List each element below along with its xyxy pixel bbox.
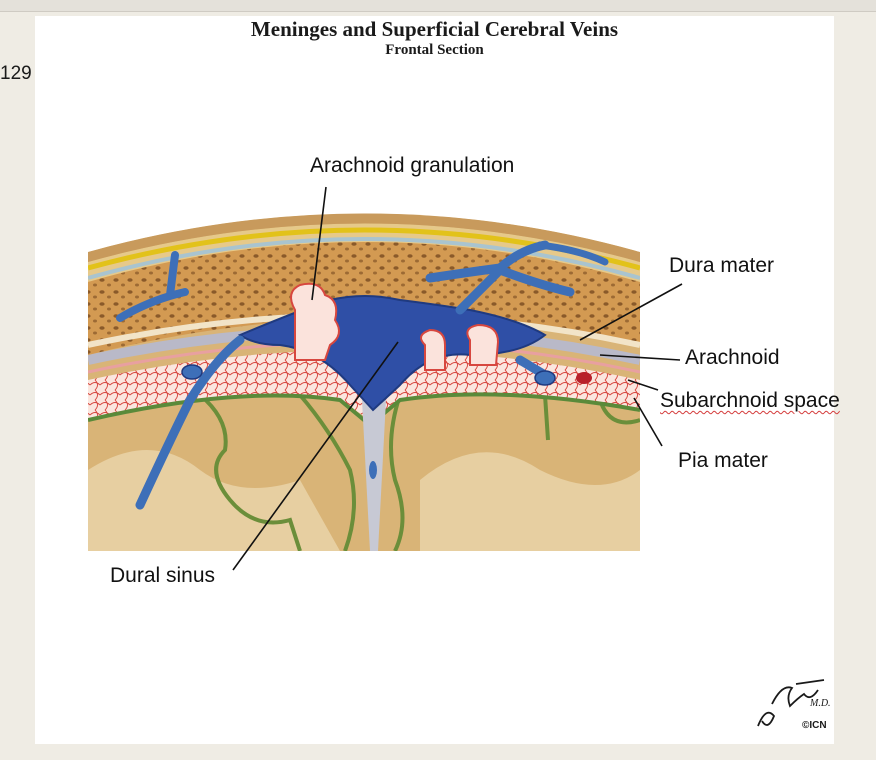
window-top-bar xyxy=(0,0,876,12)
cerebral-artery xyxy=(576,372,592,384)
netter-signature: M.D. ©ICN xyxy=(757,679,831,731)
gyrus-right-medial xyxy=(389,394,405,551)
white-matter-right xyxy=(420,452,640,551)
superficial-veins xyxy=(116,240,609,510)
skull-inner-line xyxy=(88,237,640,280)
gyrus-left xyxy=(198,393,302,551)
scalp-edge xyxy=(88,213,640,262)
slide-title: Meninges and Superficial Cerebral Veins xyxy=(250,17,619,41)
leader-lines xyxy=(232,186,683,571)
svg-text:©ICN: ©ICN xyxy=(802,720,827,731)
page-number: 129 xyxy=(0,63,32,84)
label-subarachnoid-space: Subarchnoid space xyxy=(660,389,840,412)
gyrus-left-medial xyxy=(298,393,356,551)
label-dura-mater: Dura mater xyxy=(669,254,775,277)
svg-text:M.D.: M.D. xyxy=(809,698,831,709)
label-pia-mater: Pia mater xyxy=(678,449,768,472)
inferior-sagittal-sinus xyxy=(369,461,377,479)
cross-section-panel xyxy=(88,213,640,551)
slide-subtitle: Frontal Section xyxy=(385,42,484,58)
arachnoid-granulations xyxy=(290,282,500,371)
label-arachnoid-granulation: Arachnoid granulation xyxy=(310,154,515,177)
label-arachnoid: Arachnoid xyxy=(685,346,780,369)
label-dural-sinus: Dural sinus xyxy=(110,564,216,587)
